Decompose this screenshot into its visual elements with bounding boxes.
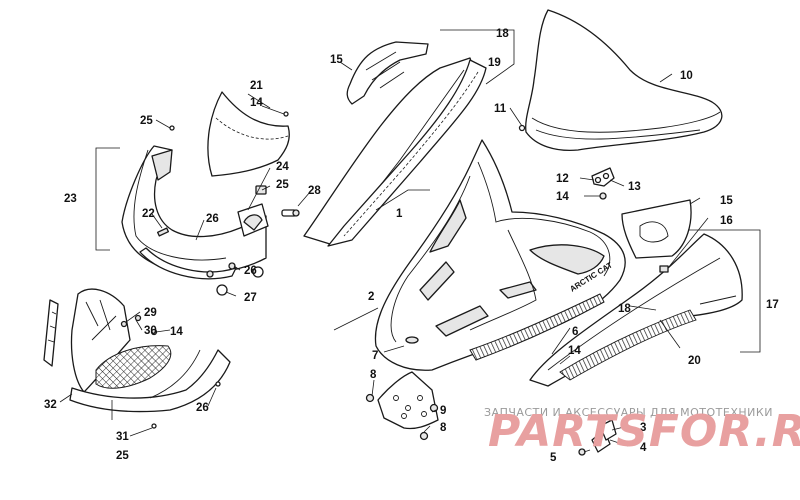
callout-26c: 26 bbox=[196, 402, 209, 414]
nose-cone-part bbox=[121, 111, 300, 296]
callout-25b: 25 bbox=[276, 179, 289, 191]
callout-19: 19 bbox=[488, 57, 501, 69]
hood-rail-part bbox=[303, 57, 487, 247]
callout-6: 6 bbox=[572, 326, 578, 338]
callout-5: 5 bbox=[550, 452, 557, 464]
callout-24: 24 bbox=[276, 161, 289, 173]
nose-fairing-part bbox=[207, 91, 290, 177]
callout-21: 21 bbox=[250, 80, 263, 92]
callout-1: 1 bbox=[396, 208, 403, 220]
callout-25a: 25 bbox=[140, 115, 153, 127]
callout-18b: 18 bbox=[618, 303, 631, 315]
lower-nose-part bbox=[43, 288, 231, 429]
callout-8b: 8 bbox=[440, 422, 447, 434]
callout-29: 29 bbox=[144, 307, 157, 319]
callout-7: 7 bbox=[372, 350, 378, 362]
callout-11: 11 bbox=[494, 103, 507, 115]
callout-12: 12 bbox=[556, 173, 569, 185]
callout-4: 4 bbox=[640, 442, 647, 454]
callout-32: 32 bbox=[44, 399, 57, 411]
hood-part: ARCTIC CAT bbox=[374, 139, 626, 371]
callout-14b: 14 bbox=[250, 97, 263, 109]
callout-10: 10 bbox=[680, 70, 693, 82]
watermark: ЗАПЧАСТИ И АКСЕССУАРЫ ДЛЯ МОТОТЕХНИКИ PA… bbox=[484, 406, 800, 457]
callout-26b: 26 bbox=[244, 265, 257, 277]
callout-27: 27 bbox=[244, 292, 257, 304]
handle-part bbox=[346, 41, 429, 105]
fastener-icon bbox=[659, 265, 669, 273]
callout-3: 3 bbox=[640, 422, 646, 434]
callout-14d: 14 bbox=[568, 345, 581, 357]
callout-15b: 15 bbox=[720, 195, 733, 207]
watermark-logo: PARTSFOR.RU bbox=[488, 406, 800, 457]
belly-pan-part bbox=[529, 233, 743, 387]
callout-22: 22 bbox=[142, 208, 155, 220]
callout-9: 9 bbox=[440, 405, 446, 417]
callout-13: 13 bbox=[628, 181, 641, 193]
callout-2: 2 bbox=[368, 291, 374, 303]
screw-icon bbox=[518, 124, 526, 132]
side-vent-part bbox=[621, 199, 692, 259]
callout-25c: 25 bbox=[116, 450, 129, 462]
callout-14c: 14 bbox=[170, 326, 183, 338]
callout-20: 20 bbox=[688, 355, 701, 367]
callout-17: 17 bbox=[766, 299, 779, 311]
watermark-tagline: ЗАПЧАСТИ И АКСЕССУАРЫ ДЛЯ МОТОТЕХНИКИ bbox=[484, 406, 773, 419]
callout-28: 28 bbox=[308, 185, 321, 197]
callout-8a: 8 bbox=[370, 369, 377, 381]
callout-15a: 15 bbox=[330, 54, 343, 66]
callouts: 1 2 3 4 5 6 7 8 8 9 10 11 12 13 14 14 14… bbox=[44, 28, 779, 464]
callout-26a: 26 bbox=[206, 213, 219, 225]
callout-23: 23 bbox=[64, 193, 77, 205]
leader-lines bbox=[59, 61, 709, 453]
bracket-part bbox=[578, 419, 617, 456]
callout-30: 30 bbox=[144, 325, 157, 337]
skid-plate-part bbox=[365, 371, 439, 441]
windshield-bracket bbox=[591, 167, 615, 200]
group-brackets bbox=[95, 29, 761, 353]
callout-18a: 18 bbox=[496, 28, 509, 40]
windshield-part bbox=[525, 9, 723, 152]
callout-31: 31 bbox=[116, 431, 129, 443]
callout-14a: 14 bbox=[556, 191, 569, 203]
callout-16: 16 bbox=[720, 215, 733, 227]
